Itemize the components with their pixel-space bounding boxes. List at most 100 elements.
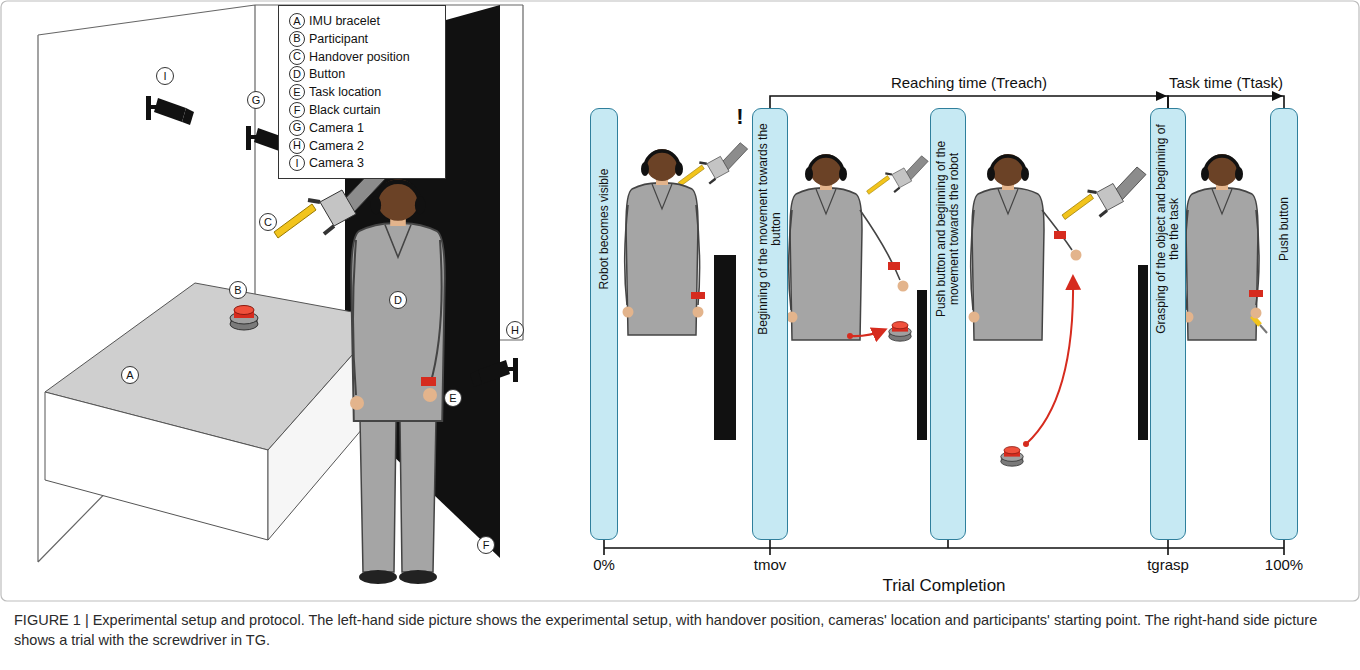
letter-text: E (449, 393, 456, 404)
frame-reach-robot (969, 154, 1147, 466)
participant-part (353, 240, 442, 395)
legend-letter-circle: E (289, 84, 305, 100)
legend-text: Camera 2 (309, 138, 364, 154)
letter-text: H (511, 325, 519, 336)
frame-reach-button-part (790, 154, 862, 340)
table (45, 283, 385, 540)
letter-text: G (293, 122, 302, 133)
participant-part (351, 179, 445, 421)
callout-letter: B (229, 281, 247, 299)
letter-text: F (294, 105, 301, 116)
legend-text: Handover position (309, 49, 410, 65)
legend-letter-circle: D (289, 66, 305, 82)
frame-robot-visible-part (625, 205, 700, 305)
participant-part (421, 377, 436, 386)
letter-text: E (293, 87, 300, 98)
alert-mark: ! (736, 104, 743, 130)
legend-text: Participant (309, 31, 368, 47)
event-text: Robot becomes visible (598, 119, 611, 339)
letter-text: H (293, 140, 301, 151)
figure-frame (1, 1, 1359, 601)
legend-box: IMU braceletParticipantHandover position… (278, 5, 446, 179)
frame-reach-robot-part (969, 312, 980, 323)
timeline-axis (604, 540, 1284, 555)
legend-text: Black curtain (309, 102, 381, 118)
axis-tick-label: 0% (593, 556, 615, 574)
frame-robot-visible-part (678, 143, 747, 186)
letter-text: B (234, 285, 241, 296)
frame-task-part (1249, 290, 1263, 297)
frame-robot-visible (623, 143, 748, 335)
legend-letter-circle: H (289, 138, 305, 154)
room-outline (38, 5, 523, 562)
letter-text: A (293, 16, 300, 27)
frame-robot-visible-part (623, 307, 634, 318)
letter-text: D (394, 295, 402, 306)
legend-text: Button (309, 66, 345, 82)
frame-reach-button-part (888, 262, 900, 270)
camera-icon (146, 96, 194, 125)
frame-reach-robot-part (1001, 447, 1023, 467)
frame-task-part (1185, 210, 1259, 310)
event-text: Beginning of the movement towards the bu… (757, 119, 783, 339)
legend-letter-circle: B (289, 31, 305, 47)
arrowhead (1156, 91, 1167, 101)
time-span-label: Reaching time (Treach) (891, 74, 1047, 92)
room-outline-part (38, 5, 523, 562)
callout-letter: C (259, 213, 277, 231)
callout-letter: A (121, 366, 139, 384)
legend-letter-circle: G (289, 120, 305, 136)
event-text: Grasping of the object and beginning of … (1155, 119, 1181, 339)
frame-reach-button-part (867, 156, 929, 195)
legend-text: Task location (309, 84, 381, 100)
frame-reach-button-part (787, 312, 798, 323)
letter-text: C (264, 217, 272, 228)
legend-text: IMU bracelet (309, 13, 380, 29)
table-part (45, 392, 268, 540)
frame-reach-button (787, 154, 929, 341)
figure-caption: FIGURE 1 | Experimental setup and protoc… (14, 610, 1344, 650)
time-span-arrow (770, 91, 1168, 108)
frame-reach-button-part (889, 322, 911, 342)
frame-reach-robot-part (1054, 231, 1066, 239)
frame-task (1183, 154, 1268, 340)
event-bar: Robot becomes visible (590, 108, 618, 540)
frame-task-part (1186, 154, 1258, 340)
letter-text: I (163, 71, 166, 82)
frame-reach-robot-part (1071, 250, 1082, 261)
arrowhead (1272, 91, 1283, 101)
callout-letter: D (389, 291, 407, 309)
frame-reach-button-part (850, 330, 884, 336)
letter-text: I (295, 158, 298, 169)
frame-task-part (1251, 308, 1262, 319)
callout-letter: I (156, 67, 174, 85)
legend-letter-circle: F (289, 102, 305, 118)
participant-part (359, 570, 397, 584)
letter-text: G (252, 95, 261, 106)
participant (350, 179, 445, 584)
callout-letter: G (247, 91, 265, 109)
callout-letter: E (444, 389, 462, 407)
event-text: Push button and beginning of the movemen… (935, 119, 961, 339)
axis-tick-label: tmov (754, 556, 787, 574)
push-button (230, 306, 258, 331)
axis-tick-label: 100% (1265, 556, 1303, 574)
frame-reach-robot-part (972, 154, 1044, 340)
letter-text: C (293, 51, 301, 62)
frame-robot-visible-part (691, 292, 705, 299)
axis-tick-label: tgrasp (1147, 556, 1189, 574)
letter-text: B (293, 33, 300, 44)
legend-text: Camera 1 (309, 120, 364, 136)
time-span-arrow (1168, 91, 1284, 108)
axis-title: Trial Completion (882, 576, 1005, 596)
camera-icon (470, 358, 518, 387)
letter-text: D (293, 69, 301, 80)
black-curtain (1138, 265, 1148, 440)
callout-letter: H (506, 321, 524, 339)
frame-task-part (1260, 325, 1267, 333)
frame-reach-button-part (898, 281, 909, 292)
frame-reach-robot-part (1062, 167, 1146, 220)
callout-letter: F (477, 536, 495, 554)
